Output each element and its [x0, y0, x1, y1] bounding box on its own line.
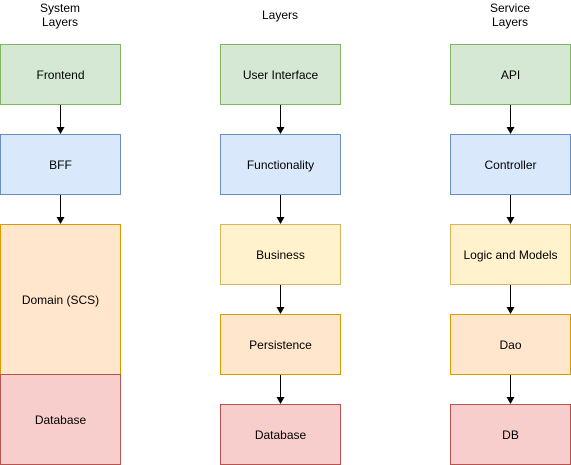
- arrow-user-interface-to-functionality: [276, 105, 285, 134]
- domain-scs-box[interactable]: Domain (SCS): [0, 224, 121, 375]
- business-box[interactable]: Business: [220, 224, 341, 285]
- layers-heading: Layers: [261, 8, 299, 22]
- bff-label: BFF: [49, 157, 72, 172]
- dao-label: Dao: [499, 337, 522, 352]
- arrow-dao-to-db: [506, 375, 515, 404]
- arrow-business-to-persistence: [276, 285, 285, 314]
- layers-database-label: Database: [254, 427, 307, 442]
- business-label: Business: [256, 247, 305, 262]
- arrow-frontend-to-bff: [56, 105, 65, 134]
- arrow-controller-to-logic: [506, 195, 515, 224]
- user-interface-box[interactable]: User Interface: [220, 44, 341, 105]
- controller-box[interactable]: Controller: [450, 134, 571, 195]
- service-layers-heading: Service Layers: [489, 1, 530, 29]
- functionality-box[interactable]: Functionality: [220, 134, 341, 195]
- db-box[interactable]: DB: [450, 404, 571, 465]
- system-database-box[interactable]: Database: [0, 374, 121, 465]
- functionality-label: Functionality: [246, 157, 315, 172]
- bff-box[interactable]: BFF: [0, 134, 121, 195]
- db-label: DB: [502, 427, 519, 442]
- layers-database-box[interactable]: Database: [220, 404, 341, 465]
- arrow-bff-to-domain: [56, 195, 65, 224]
- frontend-label: Frontend: [36, 67, 85, 82]
- persistence-box[interactable]: Persistence: [220, 314, 341, 375]
- system-layers-heading: System Layers: [39, 1, 80, 29]
- logic-and-models-box[interactable]: Logic and Models: [450, 224, 571, 285]
- arrow-functionality-to-business: [276, 195, 285, 224]
- persistence-label: Persistence: [249, 337, 312, 352]
- api-label: API: [500, 67, 521, 82]
- logic-and-models-label: Logic and Models: [463, 247, 558, 262]
- arrow-persistence-to-database: [276, 375, 285, 404]
- system-database-label: Database: [34, 412, 87, 427]
- user-interface-label: User Interface: [242, 67, 319, 82]
- domain-scs-label: Domain (SCS): [21, 292, 100, 307]
- arrow-api-to-controller: [506, 105, 515, 134]
- arrow-logic-to-dao: [506, 285, 515, 314]
- api-box[interactable]: API: [450, 44, 571, 105]
- dao-box[interactable]: Dao: [450, 314, 571, 375]
- controller-label: Controller: [484, 157, 537, 172]
- frontend-box[interactable]: Frontend: [0, 44, 121, 105]
